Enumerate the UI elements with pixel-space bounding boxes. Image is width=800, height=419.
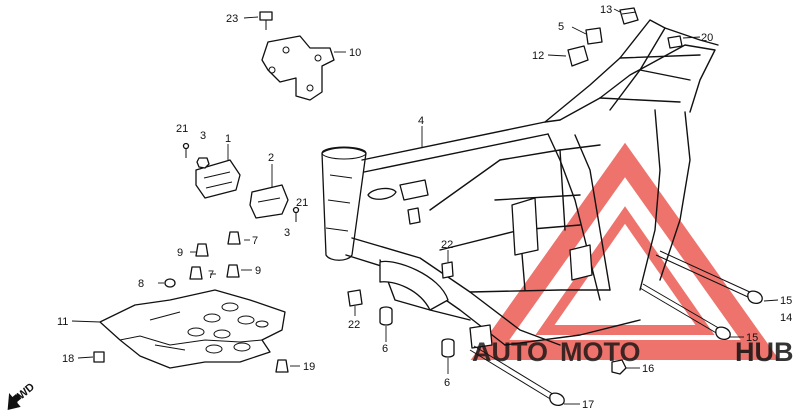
nut-16 bbox=[611, 359, 627, 375]
clip-19 bbox=[275, 359, 289, 373]
clip-7-upper bbox=[227, 231, 241, 245]
callout-18: 18 bbox=[62, 353, 74, 365]
callout-9-lower: 9 bbox=[255, 265, 261, 277]
clip-9-lower bbox=[226, 264, 240, 278]
callout-6-lower: 6 bbox=[444, 377, 450, 389]
watermark-text-hub: HUB bbox=[735, 337, 794, 367]
callout-22-center: 22 bbox=[441, 239, 453, 251]
callout-19: 19 bbox=[303, 361, 315, 373]
callout-7-upper: 7 bbox=[252, 235, 258, 247]
callout-7-lower: 7 bbox=[208, 269, 214, 281]
collar-22-left bbox=[347, 289, 363, 307]
bolt-23 bbox=[259, 11, 273, 30]
long-bolt-17 bbox=[469, 345, 565, 407]
watermark-wordmark: AUTO MOTO HUB bbox=[472, 337, 794, 367]
callout-3-lower: 3 bbox=[284, 227, 290, 239]
skid-plate bbox=[99, 289, 286, 369]
clip-9-upper bbox=[195, 243, 209, 257]
callout-labels: 23 10 21 3 1 2 4 21 3 7 9 7 9 8 11 18 19… bbox=[10, 4, 792, 411]
clip-7-lower bbox=[189, 266, 203, 280]
bolt-18 bbox=[93, 351, 105, 363]
callout-6-left: 6 bbox=[382, 343, 388, 355]
callout-2: 2 bbox=[268, 152, 274, 164]
bolt-20 bbox=[667, 35, 683, 49]
callout-10: 10 bbox=[349, 47, 361, 59]
callout-16: 16 bbox=[642, 363, 654, 375]
engine-hanger-bracket bbox=[261, 35, 335, 101]
callout-20: 20 bbox=[701, 32, 713, 44]
rubber-12 bbox=[567, 45, 589, 67]
watermark-text-moto: MOTO bbox=[560, 337, 641, 367]
callout-4: 4 bbox=[418, 115, 424, 127]
callout-21-lower: 21 bbox=[296, 197, 308, 209]
callout-8: 8 bbox=[138, 278, 144, 290]
callout-5: 5 bbox=[558, 21, 564, 33]
collar-6-lower bbox=[441, 338, 455, 358]
cap-13 bbox=[619, 7, 639, 25]
callout-1: 1 bbox=[225, 133, 231, 145]
frame-body bbox=[321, 19, 719, 349]
watermark-logo bbox=[470, 142, 780, 360]
callout-17: 17 bbox=[582, 399, 594, 411]
bracket-1 bbox=[195, 159, 241, 199]
grommet-8 bbox=[164, 278, 176, 288]
callout-21-upper: 21 bbox=[176, 123, 188, 135]
callout-12: 12 bbox=[532, 50, 544, 62]
leader-lines bbox=[71, 8, 779, 405]
fwd-label: FWD bbox=[10, 381, 37, 406]
fwd-arrow bbox=[7, 393, 22, 410]
callout-23: 23 bbox=[226, 13, 238, 25]
callout-15-upper: 15 bbox=[780, 295, 792, 307]
bolt-21-upper bbox=[182, 142, 190, 158]
callout-3-upper: 3 bbox=[200, 130, 206, 142]
callout-15-lower: 15 bbox=[746, 332, 758, 344]
bolt-21-lower bbox=[292, 206, 300, 222]
callout-9-upper: 9 bbox=[177, 247, 183, 259]
clip-5 bbox=[585, 27, 603, 45]
nut-3-upper bbox=[196, 157, 210, 169]
collar-22-center bbox=[441, 261, 454, 279]
callout-13: 13 bbox=[600, 4, 612, 16]
callout-14: 14 bbox=[780, 312, 792, 324]
collar-6-left bbox=[379, 306, 393, 326]
watermark-text-auto: AUTO bbox=[472, 337, 548, 367]
callout-22-left: 22 bbox=[348, 319, 360, 331]
bracket-2 bbox=[249, 184, 289, 219]
long-bolt-15-lower bbox=[639, 283, 731, 341]
callout-11: 11 bbox=[57, 316, 68, 328]
long-bolt-15-upper bbox=[655, 250, 763, 305]
